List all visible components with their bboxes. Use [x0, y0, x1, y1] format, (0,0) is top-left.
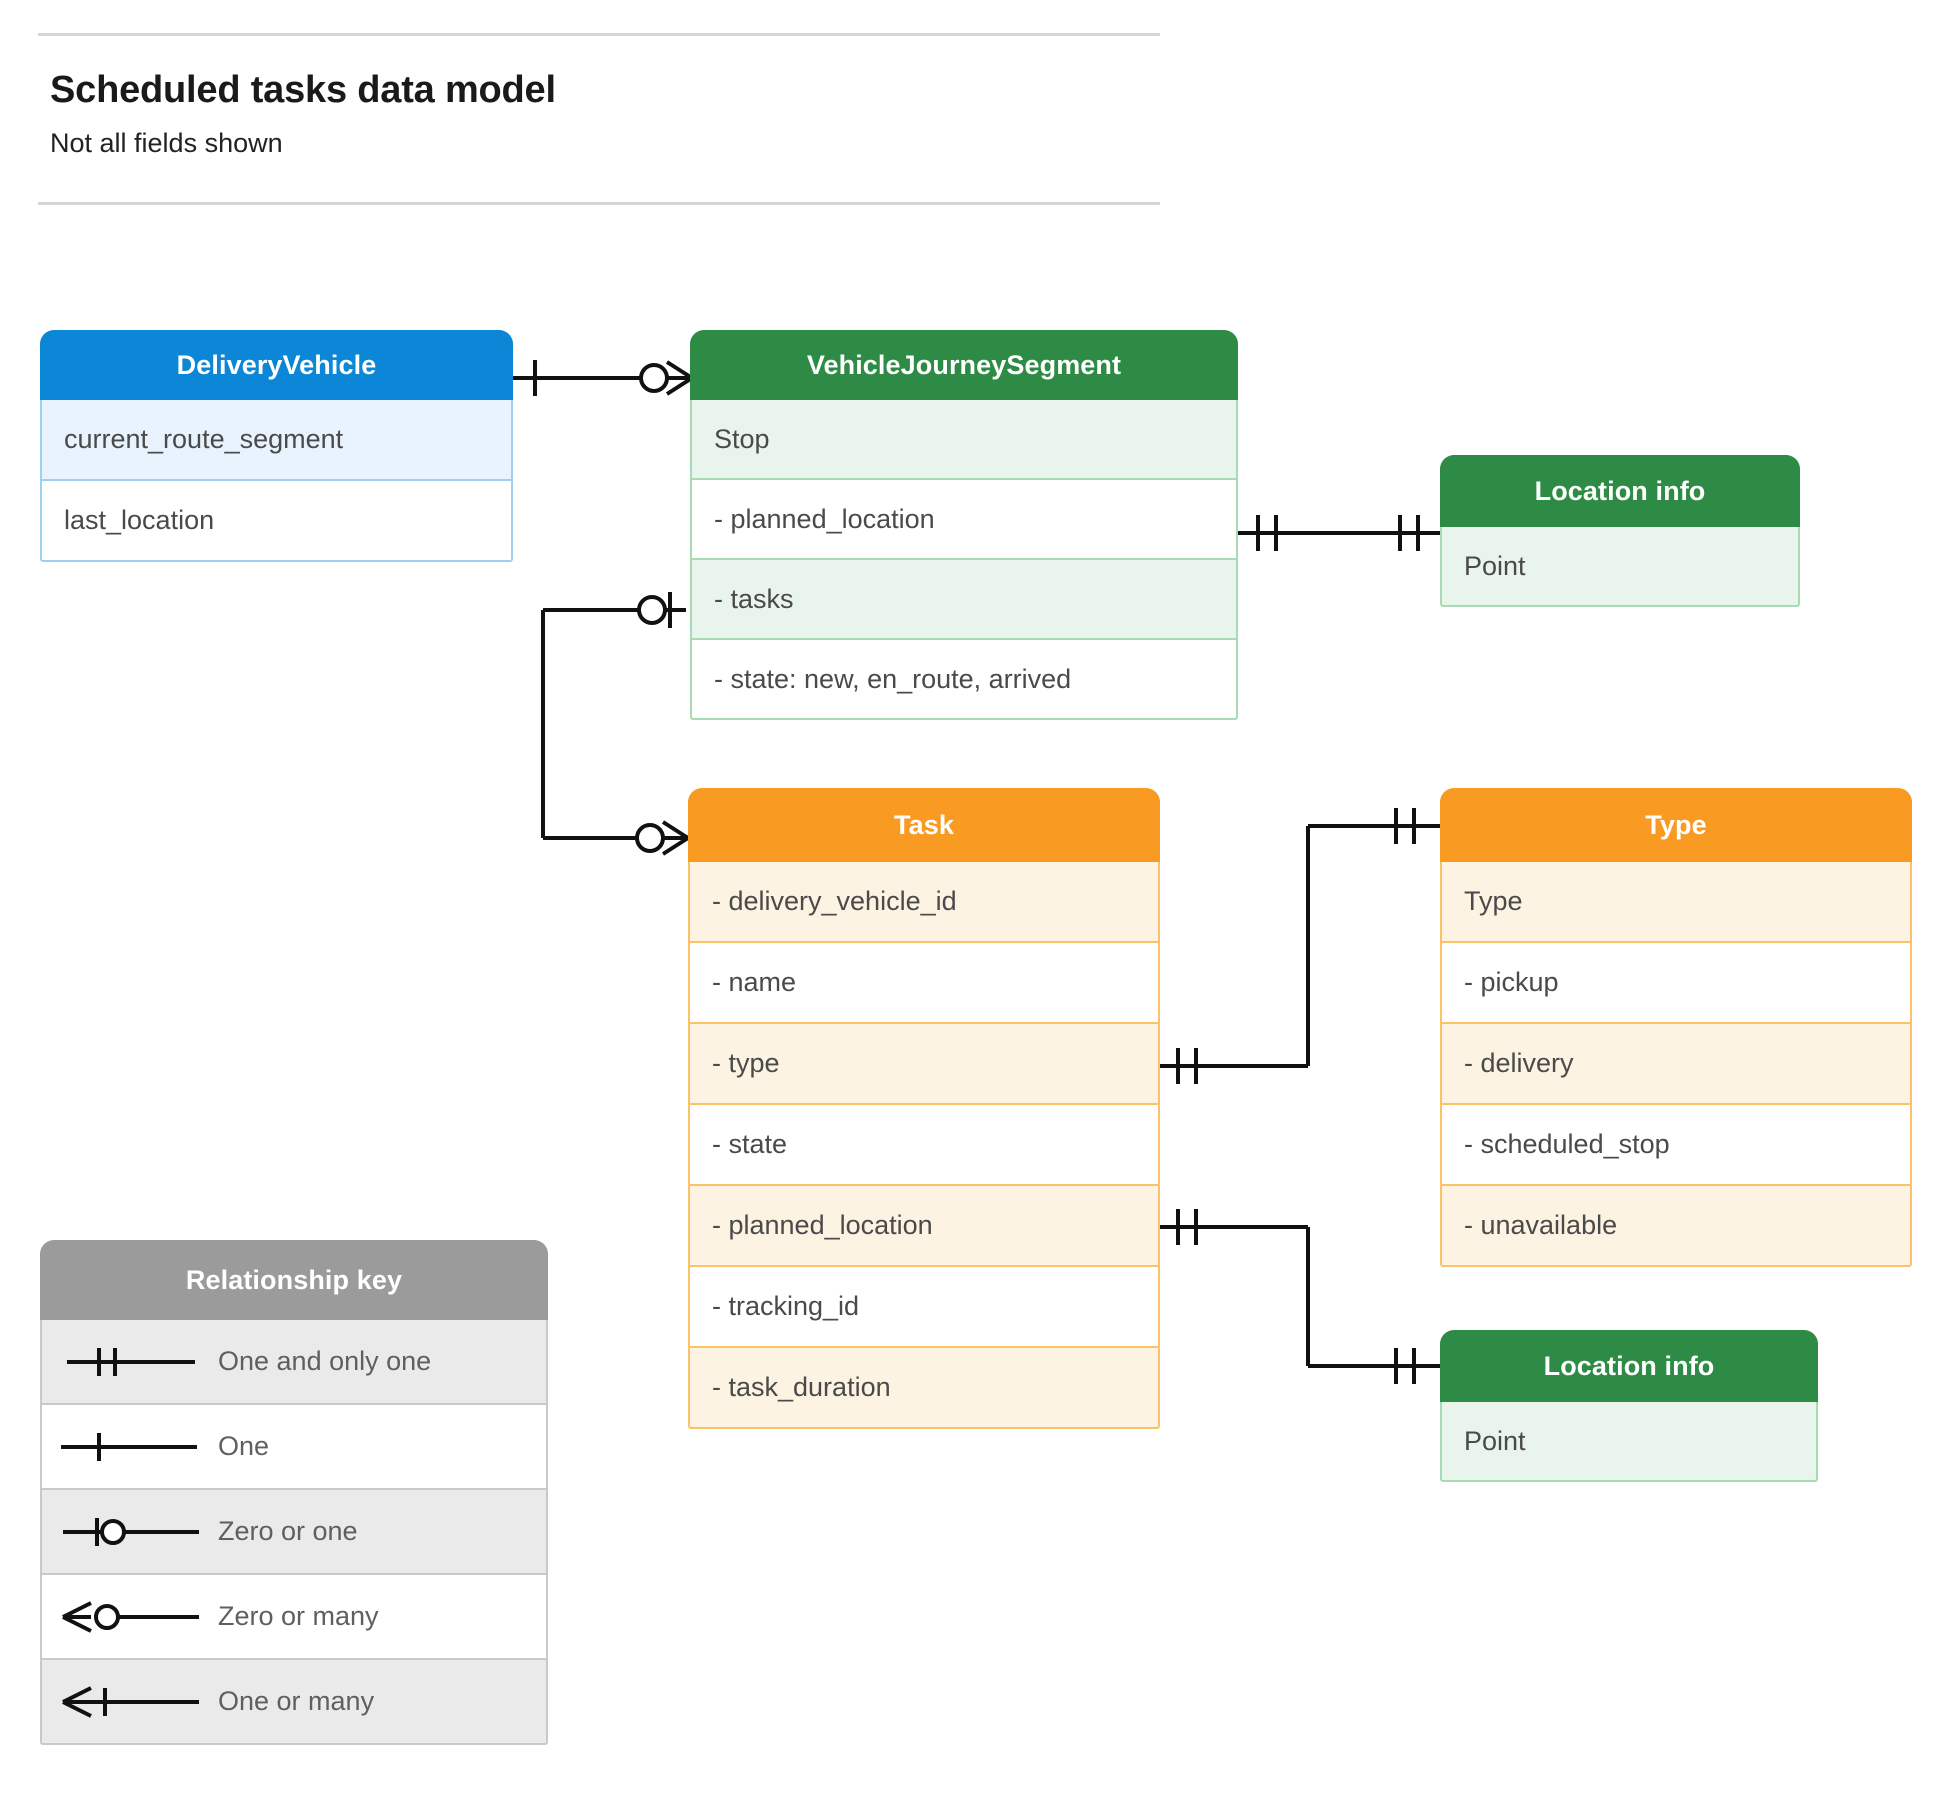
field-delivery-vehicle-id: - delivery_vehicle_id	[688, 862, 1160, 943]
field-state: - state	[688, 1105, 1160, 1186]
legend-item-one: One	[40, 1405, 548, 1490]
field-type-delivery: - delivery	[1440, 1024, 1912, 1105]
header-divider-bottom	[38, 202, 1160, 205]
legend-relationship-key[interactable]: Relationship key One and only one	[40, 1240, 548, 1745]
entity-location-info-top[interactable]: Location info Point	[1440, 455, 1800, 607]
legend-item-one-and-only-one: One and only one	[40, 1320, 548, 1405]
entity-vehicle-journey-segment[interactable]: VehicleJourneySegment Stop - planned_loc…	[690, 330, 1238, 720]
field-point-top: Point	[1440, 527, 1800, 607]
field-planned-location: - planned_location	[690, 480, 1238, 560]
legend-item-label: Zero or many	[218, 1601, 379, 1631]
field-stop: Stop	[690, 400, 1238, 480]
entity-vehicle-journey-segment-title: VehicleJourneySegment	[690, 330, 1238, 400]
entity-location-info-top-title: Location info	[1440, 455, 1800, 527]
field-task-duration: - task_duration	[688, 1348, 1160, 1429]
entity-delivery-vehicle-title: DeliveryVehicle	[40, 330, 513, 400]
one-icon	[42, 1427, 218, 1467]
field-type-pickup: - pickup	[1440, 943, 1912, 1024]
one-and-only-one-icon	[42, 1342, 218, 1382]
entity-location-info-bottom[interactable]: Location info Point	[1440, 1330, 1818, 1482]
entity-task[interactable]: Task - delivery_vehicle_id - name - type…	[688, 788, 1160, 1429]
field-last-location: last_location	[40, 481, 513, 562]
field-point-bottom: Point	[1440, 1402, 1818, 1482]
zero-or-one-icon	[42, 1512, 218, 1552]
entity-delivery-vehicle[interactable]: DeliveryVehicle current_route_segment la…	[40, 330, 513, 562]
legend-item-label: One or many	[218, 1686, 375, 1716]
page-subtitle: Not all fields shown	[50, 128, 283, 158]
field-type-unavailable: - unavailable	[1440, 1186, 1912, 1267]
entity-task-title: Task	[688, 788, 1160, 862]
legend-item-zero-or-one: Zero or one	[40, 1490, 548, 1575]
field-current-route-segment: current_route_segment	[40, 400, 513, 481]
entity-type-title: Type	[1440, 788, 1912, 862]
one-or-many-icon	[42, 1682, 218, 1722]
legend-item-label: Zero or one	[218, 1516, 358, 1546]
field-tasks: - tasks	[690, 560, 1238, 640]
field-tracking-id: - tracking_id	[688, 1267, 1160, 1348]
field-type-scheduled-stop: - scheduled_stop	[1440, 1105, 1912, 1186]
field-type-label: Type	[1440, 862, 1912, 943]
field-name: - name	[688, 943, 1160, 1024]
page-title: Scheduled tasks data model	[50, 69, 556, 111]
zero-or-many-icon	[42, 1597, 218, 1637]
field-state: - state: new, en_route, arrived	[690, 640, 1238, 720]
legend-item-label: One	[218, 1431, 270, 1461]
field-type: - type	[688, 1024, 1160, 1105]
legend-item-zero-or-many: Zero or many	[40, 1575, 548, 1660]
header-divider-top	[38, 33, 1160, 36]
legend-title: Relationship key	[40, 1240, 548, 1320]
entity-location-info-bottom-title: Location info	[1440, 1330, 1818, 1402]
legend-item-label: One and only one	[218, 1346, 432, 1376]
entity-type[interactable]: Type Type - pickup - delivery - schedule…	[1440, 788, 1912, 1267]
field-task-planned-location: - planned_location	[688, 1186, 1160, 1267]
legend-item-one-or-many: One or many	[40, 1660, 548, 1745]
